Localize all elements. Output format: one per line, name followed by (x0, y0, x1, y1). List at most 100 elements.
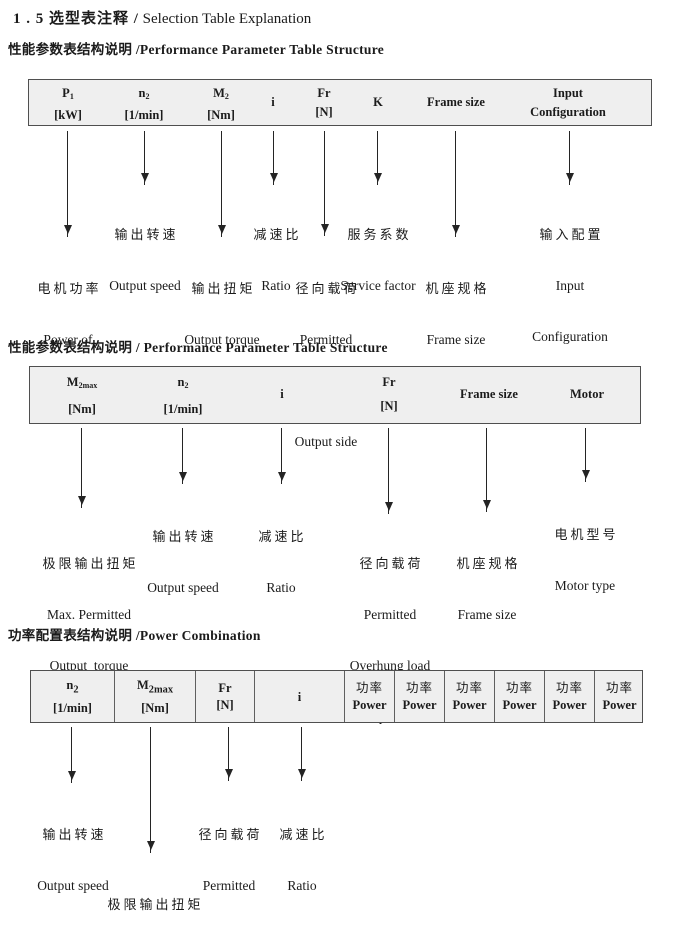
callout-max-output-torque-en2: Output torque (49, 658, 129, 673)
col3-power-2-zh: 功率 (405, 681, 433, 695)
performance-table-header-1: P1 [kW] n2 [1/min] M2 [Nm] i Fr [N] K Fr… (28, 79, 652, 126)
arrow-n2-3 (67, 727, 76, 783)
arrow-n2-2 (178, 428, 187, 484)
callout-service-factor-en: Service factor (340, 278, 416, 293)
col3-fr-symbol: Fr (218, 681, 232, 695)
col-n2-2-subscript: 2 (184, 381, 189, 390)
callout-ratio-en: Ratio (261, 278, 291, 293)
callout-frame-size-2-en: Frame size (457, 607, 517, 622)
callout-ratio-3-en: Ratio (287, 878, 317, 893)
callout-output-speed-en: Output speed (109, 278, 181, 293)
callout-overhung-load-en1: Permitted (299, 332, 353, 347)
callout-output-speed-zh: 输出转速 (114, 227, 179, 242)
callout-overhung-load-3-zh: 径向载荷 (198, 827, 263, 842)
col3-m2max: M2max [Nm] (114, 671, 195, 722)
col-n2-2-unit: [1/min] (163, 402, 203, 416)
col3-power-2-en: Power (402, 698, 437, 712)
callout-overhung-load-zh: 径向载荷 (295, 281, 360, 296)
col3-power-4-en: Power (502, 698, 537, 712)
callout-ratio: 减速比 Ratio (250, 192, 301, 328)
col3-power-5: 功率 Power (544, 671, 594, 722)
arrow-i-3 (297, 727, 306, 781)
col3-power-6: 功率 Power (594, 671, 644, 722)
col3-power-3: 功率 Power (444, 671, 494, 722)
col-p1-unit: [kW] (54, 108, 82, 122)
callout-ratio-2-en: Ratio (266, 580, 296, 595)
section3-heading: 功率配置表结构说明 /Power Combination (8, 628, 261, 643)
callout-max-output-torque-zh: 极限输出扭矩 (42, 556, 139, 571)
col-p1-subscript: 1 (69, 92, 74, 101)
col-m2-subscript: 2 (224, 92, 229, 101)
power-combination-table-header: n2 [1/min] M2max [Nm] Fr [N] i 功率 Power … (30, 670, 643, 723)
arrow-motor (581, 428, 590, 482)
col-n2-2-symbol: n (177, 375, 185, 389)
col-fr-2: Fr [N] (380, 375, 397, 414)
col-service-factor-k: K (373, 95, 383, 109)
callout-overhung-load-3-en2: Overhung load (189, 928, 270, 931)
col3-power-1-en: Power (352, 698, 387, 712)
callout-ratio-3: 减速比 Ratio (276, 792, 327, 928)
col-fr: Fr [N] (315, 86, 332, 120)
col-n2-symbol: n (138, 86, 146, 100)
section1-heading: 性能参数表结构说明 /Performance Parameter Table S… (8, 42, 385, 57)
col3-power-1: 功率 Power (344, 671, 394, 722)
col3-ratio-i: i (254, 671, 344, 722)
callout-frame-size-2: 机座规格 Frame size (453, 521, 520, 657)
arrow-k (373, 131, 382, 185)
callout-overhung-load: 径向载荷 Permitted Overhung load Output side (286, 246, 367, 484)
arrow-input-configuration (565, 131, 574, 185)
arrow-m2 (217, 131, 226, 237)
callout-output-speed-2-zh: 输出转速 (152, 529, 217, 544)
col3-m2max-subscript: 2max (148, 684, 174, 696)
callout-input-configuration-en1: Input (555, 278, 585, 293)
col-m2max-symbol: M (66, 375, 79, 389)
col3-ratio-i-symbol: i (297, 689, 302, 704)
col-fr-unit: [N] (315, 105, 333, 119)
col3-power-3-en: Power (452, 698, 487, 712)
col3-n2-subscript: 2 (73, 684, 79, 696)
callout-frame-size-en: Frame size (426, 332, 486, 347)
col-input-configuration: Input Configuration (530, 86, 606, 120)
col-fr-symbol: Fr (317, 86, 331, 100)
callout-ratio-2: 减速比 Ratio (255, 494, 306, 630)
callout-ratio-zh: 减速比 (253, 227, 302, 242)
callout-output-speed-3-en: Output speed (37, 878, 109, 893)
callout-overhung-load-2-en2: Overhung load (349, 658, 431, 673)
col3-power-4: 功率 Power (494, 671, 544, 722)
col-ratio-i-2: i (280, 387, 284, 401)
page-title-zh: 1 . 5 选型表注释 / (13, 11, 139, 27)
col-ratio-i: i (271, 95, 275, 109)
callout-overhung-load-2-en1: Permitted (363, 607, 417, 622)
callout-motor-type-zh: 电机型号 (554, 527, 619, 542)
col-n2-2: n2 [1/min] (164, 375, 203, 417)
page-title-en: Selection Table Explanation (138, 11, 312, 27)
col-m2max-subscript: 2max (78, 381, 98, 390)
callout-frame-size-zh: 机座规格 (425, 281, 490, 296)
callout-max-output-torque-3-zh: 极限输出扭矩 (107, 897, 204, 912)
performance-table-header-2: M2max [Nm] n2 [1/min] i Fr [N] Frame siz… (29, 366, 641, 424)
col-fr-2-unit: [N] (380, 399, 398, 413)
callout-output-speed-3: 输出转速 Output speed (37, 792, 109, 928)
col3-fr: Fr [N] (195, 671, 254, 722)
callout-ratio-2-zh: 减速比 (258, 529, 307, 544)
col3-m2max-unit: [Nm] (141, 700, 169, 715)
col-m2: M2 [Nm] (207, 86, 235, 123)
col3-m2max-symbol: M (136, 678, 149, 693)
callout-max-output-torque-3: 极限输出扭矩 Max. Permitted Output torque (104, 862, 203, 931)
callout-overhung-load-2-zh: 径向载荷 (359, 556, 424, 571)
col-n2-subscript: 2 (145, 92, 150, 101)
col-frame-size-2: Frame size (460, 387, 518, 401)
callout-max-output-torque: 极限输出扭矩 Max. Permitted Output torque (39, 521, 138, 708)
col3-n2-unit: [1/min] (53, 700, 92, 715)
col-fr-2-symbol: Fr (382, 375, 396, 389)
callout-overhung-load-3: 径向载荷 Permitted Overhung load Output side (189, 792, 270, 931)
arrow-frame-size-2 (482, 428, 491, 512)
col-n2: n2 [1/min] (125, 86, 164, 123)
callout-overhung-load-en3: Output side (294, 434, 358, 449)
callout-max-output-torque-en1: Max. Permitted (46, 607, 131, 622)
callout-input-configuration-zh: 输入配置 (539, 227, 604, 242)
col-m2max-unit: [Nm] (68, 402, 96, 416)
arrow-p1 (63, 131, 72, 237)
col-m2-symbol: M (213, 86, 225, 100)
